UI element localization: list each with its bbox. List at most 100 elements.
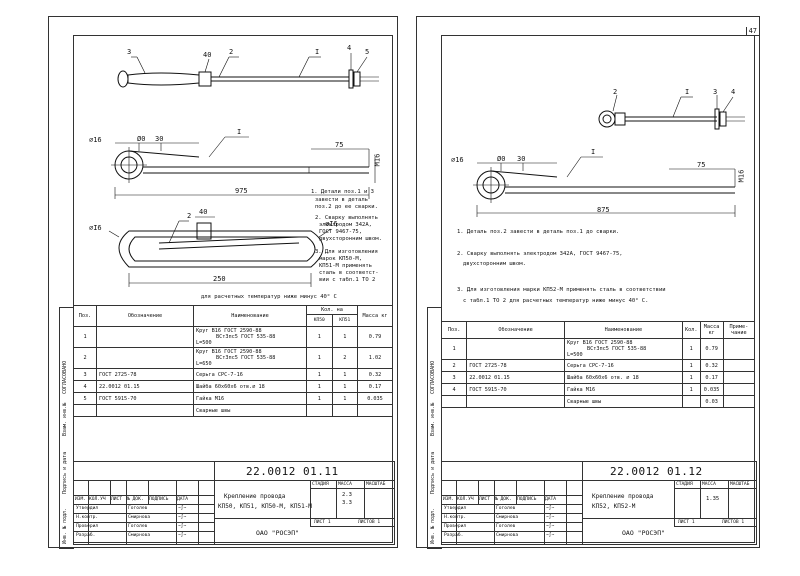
right-sheet-frame xyxy=(441,35,755,543)
item-name-line: Сварные швы xyxy=(196,407,231,414)
table-cell xyxy=(96,347,194,369)
drawing-subtitle: КП50, КП51, КП50-М, КП51-М xyxy=(218,503,312,510)
note-line: 3. Для изготовления марки КП52-М применя… xyxy=(457,287,666,293)
signature-mark: ~∫~ xyxy=(546,524,555,529)
table-cell: 1 xyxy=(681,383,701,396)
table-cell: 5 xyxy=(73,392,97,405)
table-cell: ГОСТ 5915-70 xyxy=(96,392,194,405)
mass-value-1: 1.35 xyxy=(706,496,720,502)
mass-value-2: 3.3 xyxy=(342,500,352,506)
table-cell: 1 xyxy=(331,392,358,405)
table-cell: Шайба 60x60x6 отв.∅ 18 xyxy=(193,380,307,393)
leader-label-2: 2 xyxy=(229,48,234,56)
mass-label: МАССА xyxy=(338,482,352,487)
right-approval-strip: СОГЛАСОВАНО Взам. инв.№ Подпись и дата И… xyxy=(427,307,442,549)
table-cell xyxy=(96,326,194,348)
item-name-line: Круг В16 ГОСТ 2590-88 xyxy=(196,328,262,334)
col-mass: Масса кг xyxy=(699,321,724,339)
table-cell: 0.79 xyxy=(699,338,724,360)
dim-90: Ø0 xyxy=(137,135,146,143)
table-cell: Гайка М16 xyxy=(193,392,307,405)
drawing-code: 22.0012 01.11 xyxy=(246,465,339,478)
table-cell: 22.0012 01.15 xyxy=(96,380,194,393)
strip-label: Подпись и дата xyxy=(430,451,436,494)
signature-role: Проверил xyxy=(444,524,467,529)
item-name-line: L=500 xyxy=(196,340,212,346)
drawing-code: 22.0012 01.12 xyxy=(610,465,703,478)
table-cell: 0.035 xyxy=(357,392,393,405)
title-block-col-header: ДАТА xyxy=(545,497,557,502)
table-cell: ГОСТ 2725-78 xyxy=(466,359,565,372)
note-line: сталь в соответст- xyxy=(319,270,379,276)
signature-mark: ~∫~ xyxy=(546,506,555,511)
item-name-line: Гайка М16 xyxy=(196,395,225,402)
sheet-label: ЛИСТ 1 xyxy=(678,520,695,525)
item-name-line: Гайка М16 xyxy=(566,386,596,393)
table-cell: 1 xyxy=(331,368,358,381)
table-cell: Сварные швы xyxy=(563,395,683,408)
dim-875: 875 xyxy=(597,206,610,214)
col-desig: Обозначение xyxy=(466,321,565,339)
table-cell: 1 xyxy=(681,371,701,384)
organization: ОАО "РОСЭП" xyxy=(256,529,300,537)
signature-mark: ~∫~ xyxy=(178,533,187,538)
table-row: Сварные швы xyxy=(73,404,393,417)
table-cell: Серьга СРС-7-16 xyxy=(563,359,683,372)
table-cell xyxy=(331,404,358,417)
leader-label-4: 4 xyxy=(347,44,352,52)
note-line: завести в деталь xyxy=(315,197,368,203)
table-cell xyxy=(466,338,565,360)
left-title-block: 22.0012 01.11 Крепление провода КП50, КП… xyxy=(73,461,395,545)
col-name: Наименование xyxy=(193,305,307,327)
dim-30: 30 xyxy=(155,135,164,143)
sheets-label: ЛИСТОВ 1 xyxy=(722,520,745,525)
col-note: Приме- чание xyxy=(722,321,756,339)
signature-name: Смирнова xyxy=(128,533,151,538)
table-cell: 1 xyxy=(306,368,333,381)
note-line: 2. Сварку выполнять xyxy=(315,215,378,221)
note-line: поз.2 до ее сварки. xyxy=(315,204,378,210)
dim-m16: M16 xyxy=(737,169,746,183)
title-block-col-header: ПОДПИСЬ xyxy=(149,497,169,502)
title-block-col-header: КОЛ.УЧ xyxy=(457,497,474,502)
signature-role: Разраб. xyxy=(444,533,464,538)
table-cell: 3 xyxy=(440,371,468,384)
signature-role: Утвердил xyxy=(444,506,467,511)
note-line: 1. Деталь поз.2 завести в деталь поз.1 д… xyxy=(457,229,620,235)
right-title-block: 22.0012 01.12 Крепление провода КП52, КП… xyxy=(441,461,757,545)
item-name-line: Шайба 60x60x6 отв.∅ 18 xyxy=(196,383,265,390)
table-cell xyxy=(73,404,97,417)
table-cell: 2 xyxy=(440,359,468,372)
note-line: КП51-М применять xyxy=(319,263,372,269)
table-cell: 0.17 xyxy=(357,380,393,393)
item-name-line: L=500 xyxy=(566,352,583,358)
strip-label: СОГЛАСОВАНО xyxy=(62,360,68,394)
dim-75: 75 xyxy=(335,141,344,149)
table-cell: 1 xyxy=(681,359,701,372)
leader-label-4: 4 xyxy=(731,88,736,96)
organization: ОАО "РОСЭП" xyxy=(622,529,666,537)
table-cell: 0.32 xyxy=(699,359,724,372)
drawing-title: Крепление провода xyxy=(224,493,286,500)
dim-90: Ø0 xyxy=(497,155,506,163)
leader-label-2b: 2 xyxy=(187,212,192,220)
table-cell: 1 xyxy=(681,338,701,360)
col-pos: Поз. xyxy=(440,321,468,339)
signature-name: Гоголев xyxy=(128,506,148,511)
col-qty-kp50: КП50 xyxy=(306,314,333,327)
item-name-line: ВСт3пс5 ГОСТ 535-88 xyxy=(216,334,276,340)
stage-label: СТАДИЯ xyxy=(676,482,693,487)
strip-label: Инв. № подл. xyxy=(62,507,68,544)
table-cell xyxy=(722,359,756,372)
table-cell: 4 xyxy=(73,380,97,393)
signature-mark: ~∫~ xyxy=(546,515,555,520)
item-name-line: Шайба 60x60x6 отв. ∅ 18 xyxy=(566,374,639,381)
right-assembly-drawing xyxy=(473,94,745,217)
